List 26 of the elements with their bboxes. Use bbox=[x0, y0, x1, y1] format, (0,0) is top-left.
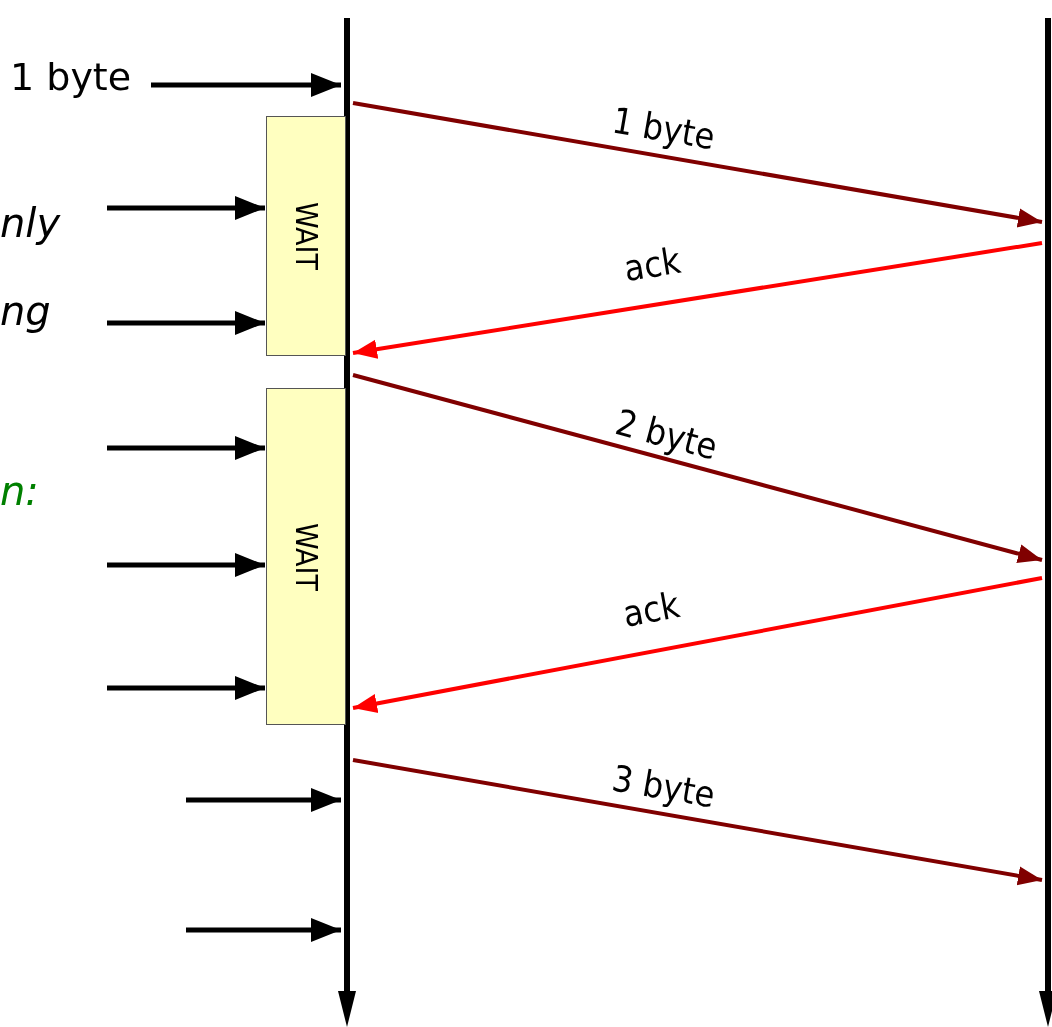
lifeline bbox=[1039, 18, 1052, 1027]
arrow bbox=[352, 101, 1043, 228]
edge-label: ack bbox=[621, 239, 684, 290]
arrow bbox=[107, 553, 265, 577]
arrow bbox=[107, 311, 265, 335]
arrow bbox=[186, 788, 341, 812]
text-fragment: n: bbox=[0, 468, 39, 514]
arrow bbox=[186, 918, 341, 942]
text-fragment: ng bbox=[0, 288, 51, 334]
arrow bbox=[352, 758, 1043, 886]
arrow bbox=[151, 73, 341, 97]
edge-label: 3 byte bbox=[608, 757, 718, 816]
text-fragment: nly bbox=[0, 200, 61, 246]
input-label: 1 byte bbox=[10, 55, 150, 110]
wait-box: WAIT bbox=[266, 388, 346, 725]
arrow bbox=[107, 436, 265, 460]
arrow bbox=[352, 241, 1043, 359]
arrow bbox=[107, 196, 265, 220]
edge-label: 2 byte bbox=[611, 401, 722, 468]
edge-label: 1 byte bbox=[608, 100, 718, 158]
arrow bbox=[352, 576, 1043, 713]
wait-box: WAIT bbox=[266, 116, 346, 356]
arrow bbox=[352, 373, 1043, 564]
arrow bbox=[107, 676, 265, 700]
lifeline bbox=[338, 18, 356, 1027]
edge-label: ack bbox=[619, 584, 683, 635]
